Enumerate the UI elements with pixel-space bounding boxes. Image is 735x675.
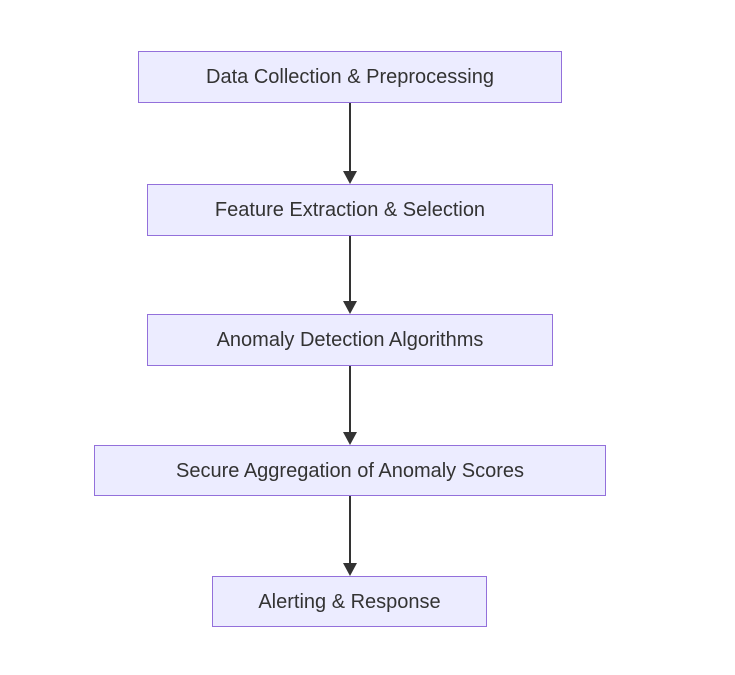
node-label: Data Collection & Preprocessing bbox=[206, 66, 494, 88]
node-label: Alerting & Response bbox=[258, 590, 441, 613]
arrow-line bbox=[349, 496, 351, 563]
arrow-line bbox=[349, 236, 351, 301]
node-label: Anomaly Detection Algorithms bbox=[216, 329, 484, 351]
flowchart-arrow-1 bbox=[343, 103, 357, 184]
arrowhead-down-icon bbox=[343, 432, 357, 445]
arrow-line bbox=[349, 103, 351, 171]
arrowhead-down-icon bbox=[343, 563, 357, 576]
flowchart-node-data-collection: Data Collection & Preprocessing bbox=[138, 51, 562, 103]
arrowhead-down-icon bbox=[343, 171, 357, 184]
flowchart-node-feature-extraction: Feature Extraction & Selection bbox=[147, 184, 553, 236]
node-label: Feature Extraction & Selection bbox=[214, 199, 486, 221]
flowchart-node-anomaly-detection: Anomaly Detection Algorithms bbox=[147, 314, 553, 366]
flowchart-node-secure-aggregation: Secure Aggregation of Anomaly Scores bbox=[94, 445, 606, 496]
arrowhead-down-icon bbox=[343, 301, 357, 314]
arrow-line bbox=[349, 366, 351, 432]
node-label: Secure Aggregation of Anomaly Scores bbox=[176, 459, 524, 482]
flowchart-arrow-3 bbox=[343, 366, 357, 445]
flowchart-arrow-2 bbox=[343, 236, 357, 314]
flowchart-node-alerting-response: Alerting & Response bbox=[212, 576, 487, 627]
flowchart-arrow-4 bbox=[343, 496, 357, 576]
